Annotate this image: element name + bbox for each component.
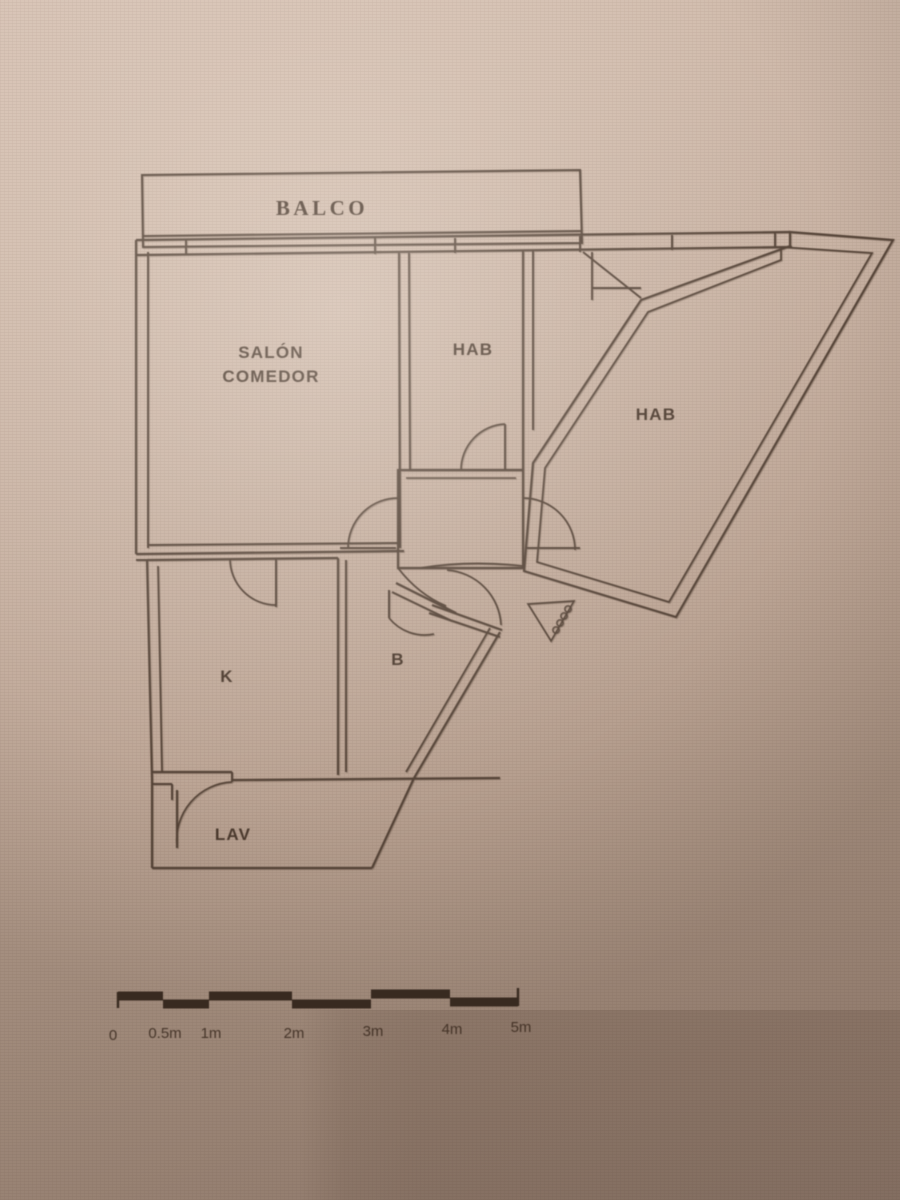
- scale-tick-2m: 2m: [284, 1025, 305, 1042]
- room-label-bedroom-2: HAB: [636, 405, 676, 424]
- plan-ink-bleed: [135, 169, 895, 870]
- plan-ink: [134, 168, 895, 870]
- room-label-living-2: COMEDOR: [222, 367, 319, 386]
- room-label-kitchen: K: [220, 667, 233, 686]
- room-label-bedroom-1: HAB: [453, 340, 493, 359]
- room-label-balcony: BALCO: [276, 196, 368, 220]
- room-label-living: SALÓN: [238, 343, 304, 362]
- room-label-bathroom: B: [391, 650, 404, 669]
- scale-bar: 0 0.5m 1m 2m 3m 4m 5m: [109, 988, 532, 1044]
- scale-tick-3m: 3m: [363, 1023, 384, 1040]
- scale-tick-4m: 4m: [442, 1021, 463, 1038]
- room-labels: BALCO SALÓN COMEDOR HAB HAB K B LAV: [215, 196, 676, 844]
- scale-tick-05m: 0.5m: [148, 1025, 181, 1042]
- room-label-laundry: LAV: [215, 825, 251, 844]
- scale-tick-5m: 5m: [511, 1019, 532, 1036]
- scale-tick-0: 0: [109, 1027, 117, 1044]
- scale-tick-1m: 1m: [201, 1025, 222, 1042]
